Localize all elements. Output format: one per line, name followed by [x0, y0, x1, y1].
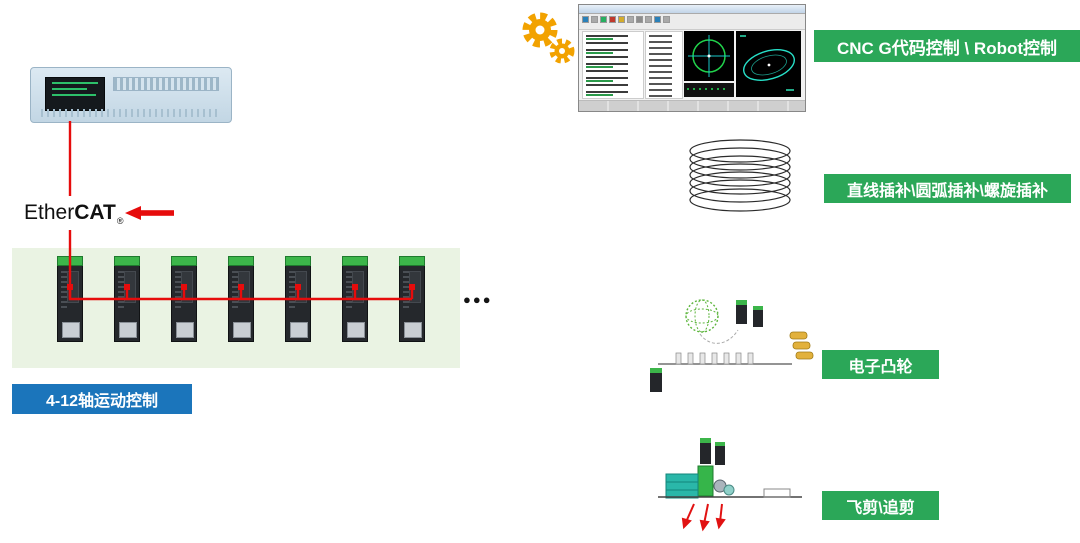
label-flying-shear: 飞剪\追剪: [822, 491, 939, 520]
servo-drive-3: [171, 256, 197, 344]
ethercat-text-bold: CAT: [74, 201, 116, 224]
registered-mark: ®: [116, 216, 124, 226]
drive-led-cap: [114, 256, 140, 266]
drive-led-cap: [399, 256, 425, 266]
plc-io-terminals: [113, 77, 219, 91]
ethercat-arrow-icon: [125, 206, 175, 220]
drive-led-cap: [171, 256, 197, 266]
drive-led-cap: [342, 256, 368, 266]
ethercat-text-light: Ether: [24, 201, 75, 224]
spiral-interpolation-illustration: [689, 139, 791, 212]
servo-drive-4: [228, 256, 254, 344]
cnc-software-window: [578, 4, 806, 112]
label-electronic-cam: 电子凸轮: [822, 350, 939, 379]
drive-body: [57, 266, 83, 342]
servo-drive-6: [342, 256, 368, 344]
plc-vents: [41, 109, 221, 117]
cnc-statusbar: [579, 100, 805, 111]
servo-drive-7: [399, 256, 425, 344]
label-cnc-robot: CNC G代码控制 \ Robot控制: [814, 30, 1080, 62]
cnc-toolbar: [579, 14, 805, 30]
drive-body: [399, 266, 425, 342]
drive-led-cap: [57, 256, 83, 266]
cnc-circle-view: [684, 31, 734, 81]
drive-led-cap: [228, 256, 254, 266]
drive-led-cap: [285, 256, 311, 266]
flying-shear-illustration: [658, 438, 802, 532]
label-interpolation: 直线插补\圆弧插补\螺旋插补: [824, 174, 1071, 203]
servo-drive-5: [285, 256, 311, 344]
drive-body: [285, 266, 311, 342]
drive-body: [171, 266, 197, 342]
cnc-parameter-listing: [645, 31, 683, 99]
servo-drive-2: [114, 256, 140, 344]
drive-body: [342, 266, 368, 342]
cnc-gcode-listing: [582, 31, 644, 99]
cnc-readout-strip: [684, 83, 734, 97]
continuation-dots: ●●●: [463, 292, 493, 307]
drive-body: [228, 266, 254, 342]
gears-icon: [522, 12, 575, 64]
axis-count-label: 4-12轴运动控制: [12, 384, 192, 414]
servo-drive-1: [57, 256, 83, 344]
cnc-window-titlebar: [579, 5, 805, 14]
plc-controller: [30, 67, 232, 123]
drive-body: [114, 266, 140, 342]
plc-display: [45, 77, 105, 111]
electronic-cam-illustration: [650, 299, 814, 392]
cnc-toolpath-view: [736, 31, 801, 97]
